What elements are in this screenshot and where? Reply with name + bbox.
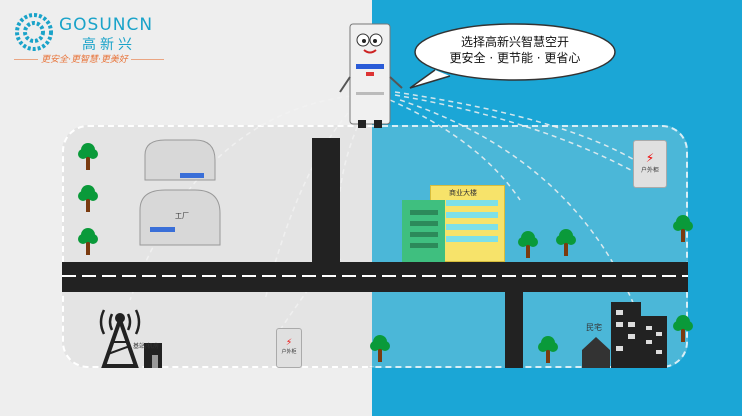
- cabinet-label: 户外柜: [640, 167, 659, 174]
- tree: [78, 185, 98, 212]
- outdoor-cabinet-top[interactable]: ⚡ 户外柜: [633, 140, 667, 188]
- tree: [538, 336, 558, 363]
- logo-brand: GOSUNCN: [59, 15, 154, 35]
- bubble-line-2: 更安全 · 更节能 · 更省心: [449, 51, 581, 65]
- robot-mascot: [339, 23, 403, 128]
- tree: [370, 335, 390, 362]
- factory-icon: [139, 139, 221, 246]
- residential-buildings: [582, 302, 667, 368]
- logo-cn-name: 高新兴: [82, 37, 136, 53]
- outdoor-cabinet-bottom[interactable]: ⚡ 户外柜: [276, 328, 302, 368]
- residential-label: 民宅: [586, 323, 602, 332]
- cabinet-label: 户外柜: [281, 349, 297, 355]
- logo: GOSUNCN 高新兴 更安全·更智慧·更美好: [14, 12, 174, 72]
- tower-icon: [99, 309, 162, 368]
- commercial-label: 商业大楼: [449, 189, 477, 197]
- logo-slogan: 更安全·更智慧·更美好: [38, 52, 131, 65]
- lightning-icon: ⚡: [285, 338, 293, 348]
- bubble-line-1: 选择高新兴智慧空开: [460, 35, 569, 49]
- factory-label: 工厂: [175, 212, 189, 220]
- tree: [673, 215, 693, 242]
- speech-bubble-shape: [409, 23, 616, 89]
- tree: [78, 143, 98, 170]
- tree: [518, 231, 538, 258]
- side-road-north: [312, 138, 340, 264]
- tree: [556, 229, 576, 256]
- green-building: [402, 200, 445, 262]
- tree: [673, 315, 693, 342]
- tree: [78, 228, 98, 255]
- base-station-label: 基站/机房: [133, 343, 160, 350]
- lightning-icon: ⚡: [645, 151, 655, 165]
- logo-globe-icon: [15, 13, 53, 51]
- main-road: [62, 262, 688, 292]
- side-road-south: [505, 290, 523, 368]
- speech-bubble: 选择高新兴智慧空开 更安全 · 更节能 · 更省心: [430, 34, 600, 66]
